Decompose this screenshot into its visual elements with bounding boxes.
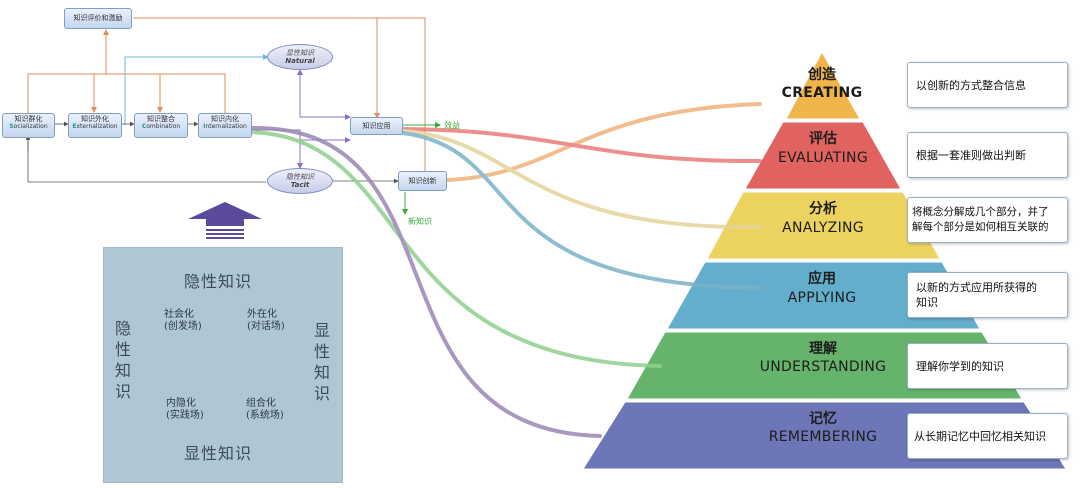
new-knowledge-label: 新知识 — [408, 217, 432, 226]
externalization-initial: E — [72, 123, 77, 130]
tier-evaluating-cn: 评估 — [809, 131, 837, 147]
desc-remembering: 从长期记忆中回忆相关知识 — [907, 413, 1068, 459]
tacit-knowledge-ellipse[interactable]: 隐性知识 Tacit — [267, 168, 333, 194]
tier-remembering-en: REMEMBERING — [768, 429, 878, 445]
combination-en: ombination — [146, 123, 181, 130]
cycle-bottom-label: 显性知识 — [184, 444, 253, 463]
quadrant-socialization: 社会化 (创发场) — [164, 309, 202, 333]
externalization-box[interactable]: 知识外化 Externalization — [68, 113, 122, 138]
tier-applying-cn: 应用 — [808, 271, 836, 287]
cycle-right-char: 知 — [313, 363, 330, 382]
desc-analyzing-line: 将概念分解成几个部分，并了 — [912, 206, 1049, 218]
feedback-connectors — [27, 17, 426, 174]
quadrant-subtitle: (实践场) — [166, 410, 204, 421]
evaluation-incentive-box[interactable]: 知识评价和激励 — [64, 8, 132, 29]
process-arrows — [25, 121, 399, 184]
combination-cn: 知识整合 — [147, 115, 175, 123]
tier-analyzing-shape — [706, 191, 941, 260]
tier-creating-en: CREATING — [781, 85, 863, 101]
tier-analyzing-en: ANALYZING — [782, 220, 864, 236]
quadrant-subtitle: (对话场) — [247, 321, 285, 332]
evaluation-incentive-label: 知识评价和激励 — [73, 14, 123, 22]
internalization-initial: I — [203, 123, 206, 130]
link-applying — [401, 131, 762, 290]
quadrant-externalization: 外在化 (对话场) — [247, 309, 285, 333]
desc-creating: 以创新的方式整合信息 — [907, 62, 1068, 108]
combination-initial: C — [141, 123, 147, 130]
desc-understanding-text: 理解你学到的知识 — [916, 359, 1004, 373]
knowledge-innovation-box[interactable]: 知识创新 — [398, 171, 447, 191]
desc-applying: 以新的方式应用所获得的 知识 — [907, 272, 1068, 318]
tier-applying-shape — [666, 261, 981, 330]
tier-creating-cn: 创造 — [808, 67, 836, 83]
internalization-box[interactable]: 知识内化 Internalization — [198, 113, 252, 138]
tier-creating-shape — [785, 50, 861, 120]
curved-links — [250, 102, 762, 438]
link-creating — [445, 102, 762, 182]
tier-evaluating-en: EVALUATING — [778, 150, 868, 166]
desc-applying-line: 知识 — [916, 296, 938, 309]
quadrant-subtitle: (系统场) — [246, 410, 284, 421]
cycle-left-char: 知 — [114, 361, 131, 380]
cycle-right-char: 性 — [313, 342, 330, 361]
cycle-right-label: 显 性 知 识 — [313, 320, 331, 404]
link-remembering — [250, 125, 602, 438]
up-arrow-icon — [188, 202, 262, 239]
cycle-right-char: 识 — [313, 384, 330, 403]
cycle-left-label: 隐 性 知 识 — [114, 318, 132, 402]
internalization-en: nternalization — [205, 123, 247, 130]
knowledge-application-box[interactable]: 知识应用 — [350, 117, 403, 135]
desc-understanding: 理解你学到的知识 — [907, 343, 1068, 389]
socialization-box[interactable]: 知识群化 Socialization — [2, 113, 55, 138]
cycle-top-label: 隐性知识 — [184, 272, 253, 291]
seci-cycle-panel — [103, 247, 343, 483]
cycle-left-char: 隐 — [114, 319, 131, 338]
tacit-knowledge-en: Tacit — [290, 181, 310, 189]
cycle-left-char: 性 — [114, 340, 131, 359]
benefit-label: 效益 — [444, 121, 460, 130]
desc-applying-line: 以新的方式应用所获得的 — [916, 281, 1037, 294]
natural-knowledge-en: Natural — [285, 57, 315, 65]
internalization-cn: 知识内化 — [211, 115, 239, 123]
socialization-initial: S — [9, 123, 14, 130]
tier-applying-en: APPLYING — [787, 290, 857, 306]
link-understanding — [250, 130, 662, 368]
combination-box[interactable]: 知识整合 Combination — [134, 113, 188, 138]
quadrant-combination: 组合化 (系统场) — [246, 398, 284, 422]
link-evaluating — [401, 127, 762, 164]
green-outputs — [402, 122, 441, 215]
tier-remembering-cn: 记忆 — [809, 411, 837, 427]
pyramid — [582, 50, 1067, 470]
knowledge-innovation-label: 知识创新 — [408, 177, 437, 185]
quadrant-title: 内隐化 — [166, 398, 196, 409]
desc-evaluating: 根据一套准则做出判断 — [907, 132, 1068, 178]
quadrant-internalization: 内隐化 (实践场) — [166, 398, 204, 422]
knowledge-application-label: 知识应用 — [362, 122, 391, 130]
tier-analyzing-cn: 分析 — [809, 201, 837, 217]
link-analyzing — [401, 129, 762, 230]
purple-connectors — [252, 69, 351, 169]
socialization-en: ocialization — [13, 123, 48, 130]
tier-understanding-cn: 理解 — [809, 341, 837, 357]
tacit-knowledge-cn: 隐性知识 — [286, 173, 314, 181]
desc-analyzing: 将概念分解成几个部分，并了 解每个部分是如何相互关联的 — [907, 197, 1068, 243]
cycle-right-char: 显 — [313, 321, 330, 340]
blue-connector — [124, 54, 269, 125]
externalization-cn: 知识外化 — [81, 115, 109, 123]
externalization-en: xternalization — [76, 123, 118, 130]
desc-remembering-text: 从长期记忆中回忆相关知识 — [914, 429, 1046, 443]
quadrant-title: 外在化 — [247, 309, 277, 320]
quadrant-title: 社会化 — [164, 309, 194, 320]
quadrant-subtitle: (创发场) — [164, 321, 202, 332]
cycle-left-char: 识 — [114, 382, 131, 401]
desc-analyzing-line: 解每个部分是如何相互关联的 — [912, 221, 1049, 233]
desc-evaluating-text: 根据一套准则做出判断 — [916, 148, 1026, 162]
natural-knowledge-cn: 显性知识 — [286, 49, 314, 57]
quadrant-title: 组合化 — [246, 398, 276, 409]
socialization-cn: 知识群化 — [14, 115, 43, 123]
desc-creating-text: 以创新的方式整合信息 — [916, 78, 1026, 92]
natural-knowledge-ellipse[interactable]: 显性知识 Natural — [267, 44, 333, 70]
tier-evaluating-shape — [744, 121, 902, 190]
tier-understanding-en: UNDERSTANDING — [759, 359, 887, 375]
